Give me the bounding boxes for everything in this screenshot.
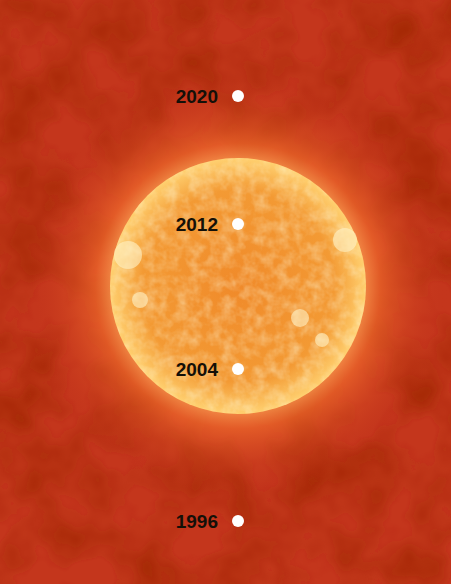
position-dot bbox=[232, 218, 244, 230]
active-region bbox=[114, 241, 142, 269]
active-region bbox=[315, 333, 329, 347]
active-region bbox=[333, 228, 357, 252]
sun-granulation bbox=[110, 158, 366, 414]
position-dot bbox=[232, 90, 244, 102]
position-dot bbox=[232, 363, 244, 375]
year-label: 1996 bbox=[176, 512, 218, 531]
active-region bbox=[132, 292, 148, 308]
position-dot bbox=[232, 515, 244, 527]
corona-glow bbox=[28, 76, 448, 496]
sun-disk bbox=[110, 158, 366, 414]
year-label: 2020 bbox=[176, 87, 218, 106]
year-label: 2012 bbox=[176, 215, 218, 234]
year-label: 2004 bbox=[176, 360, 218, 379]
active-region bbox=[291, 309, 309, 327]
